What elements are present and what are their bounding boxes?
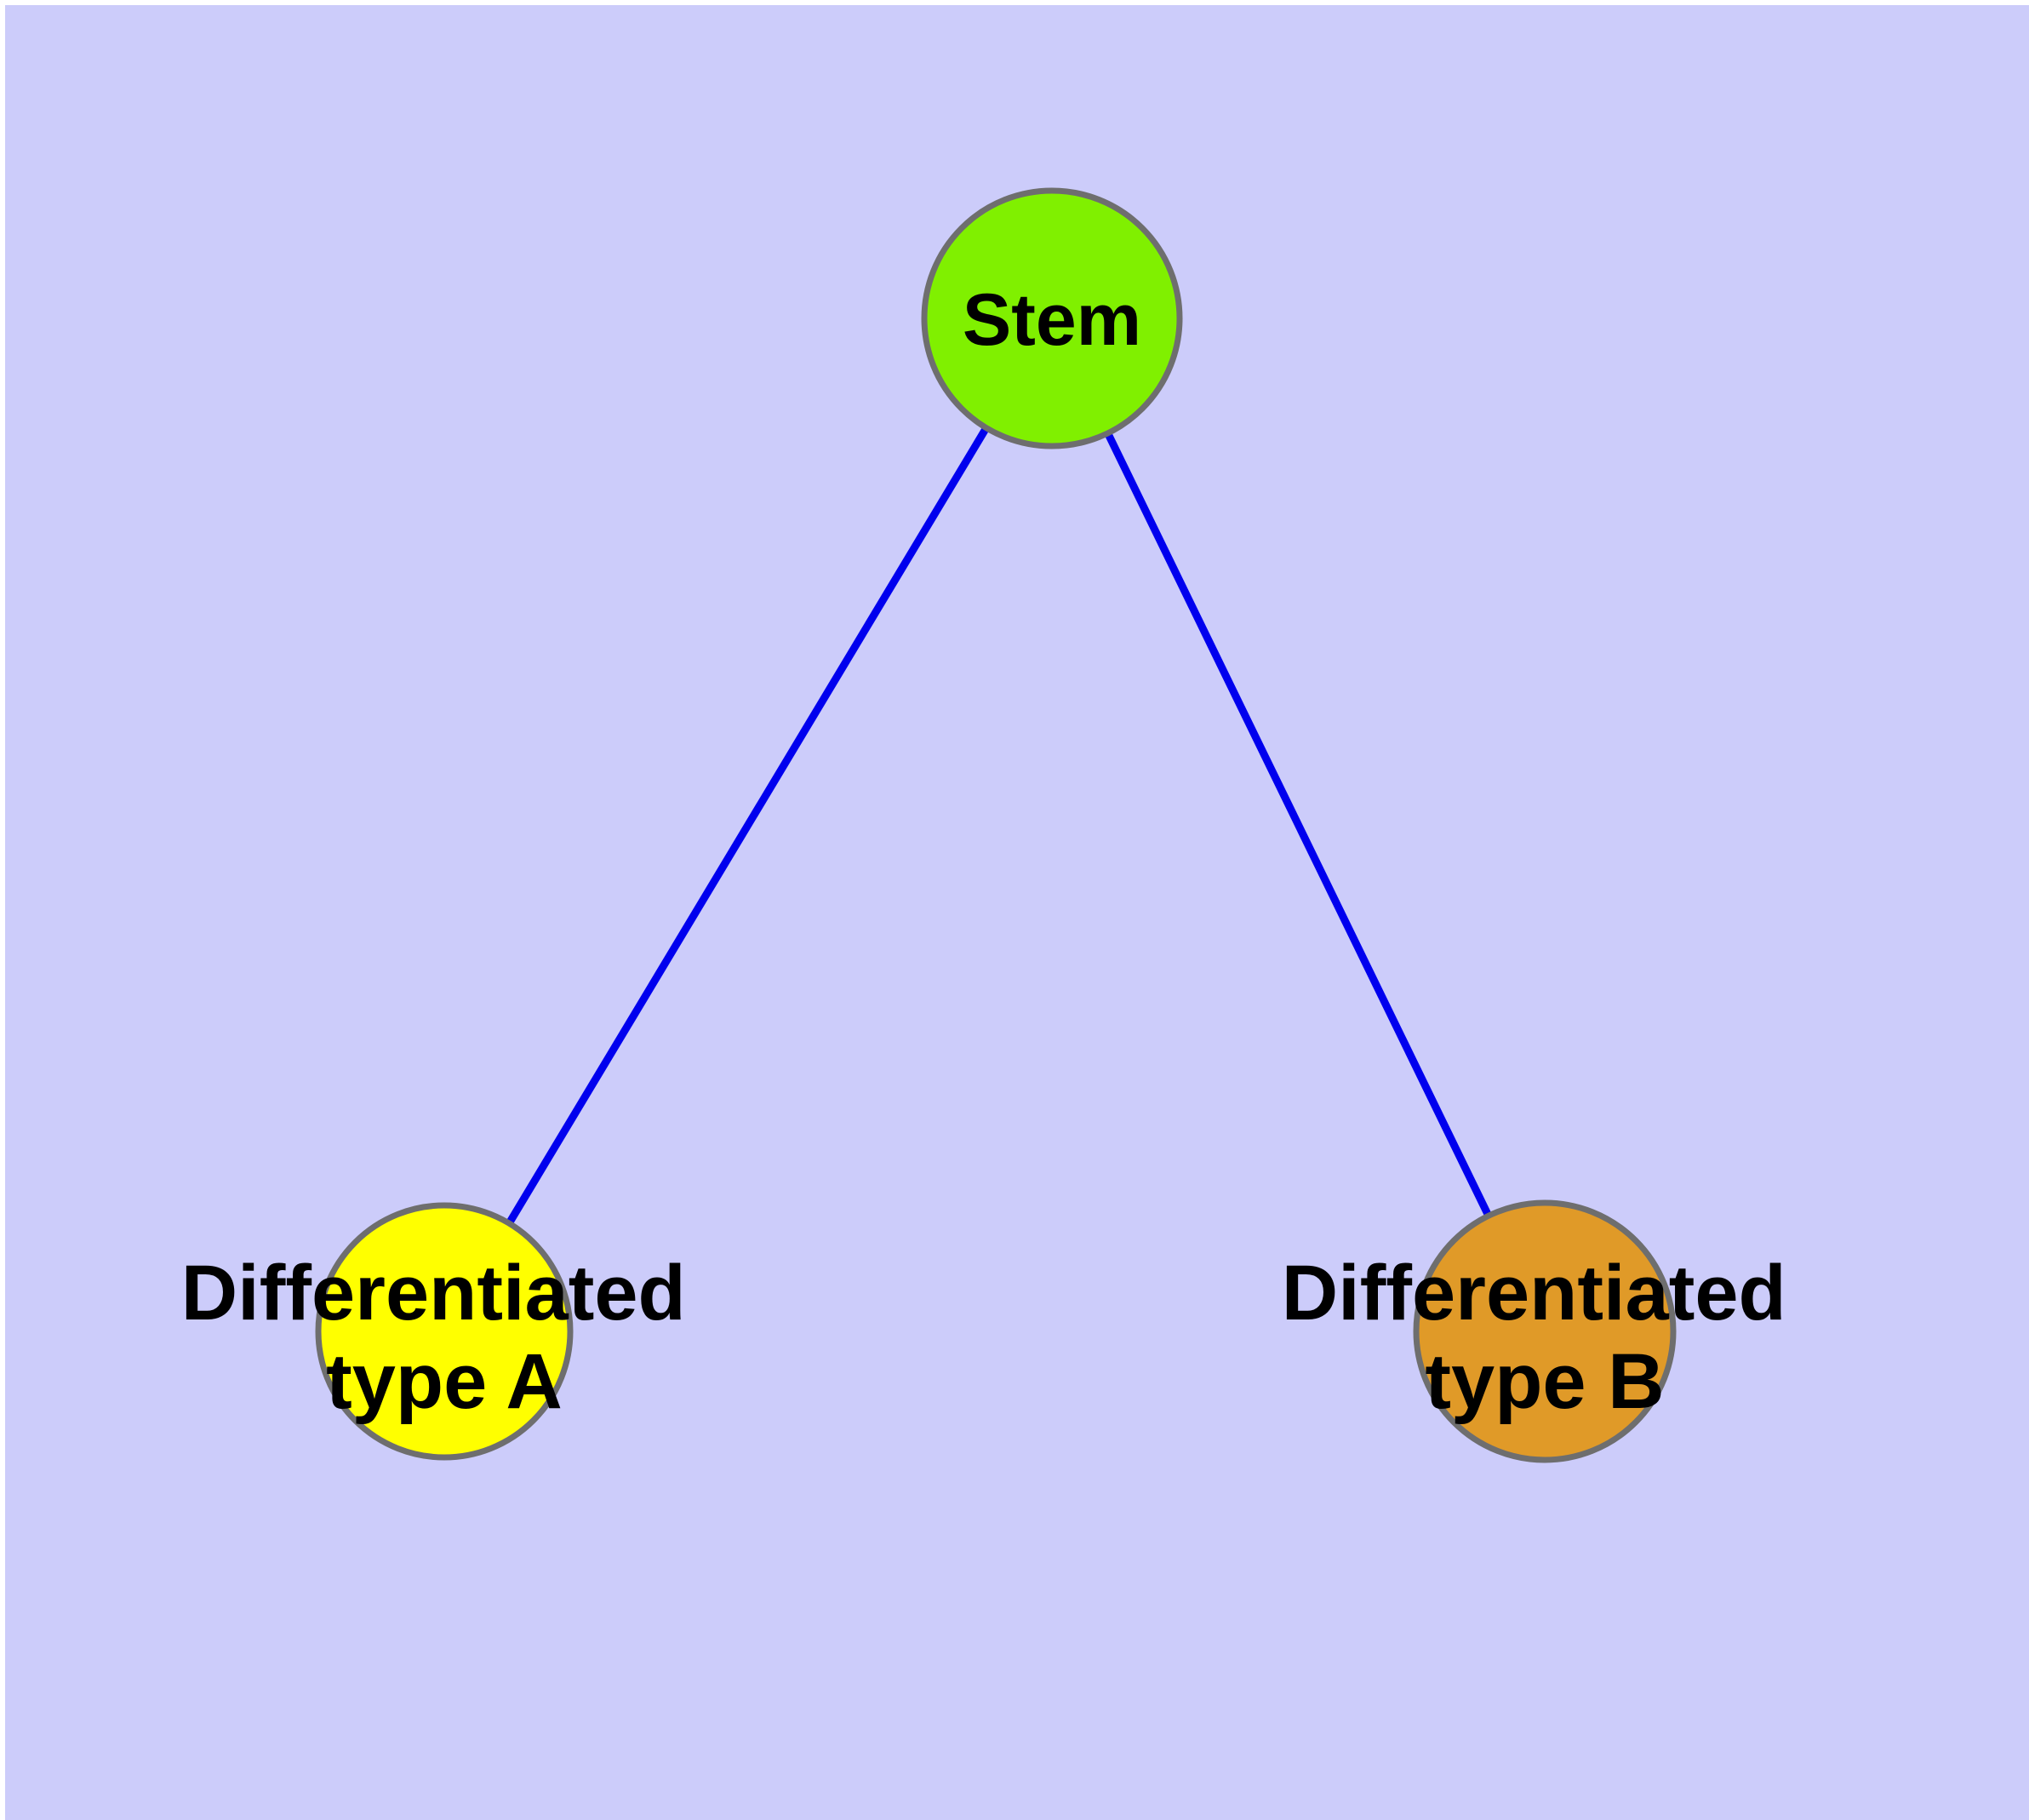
edge-stem-to-differentiated-type-b[interactable]	[1095, 411, 1502, 1238]
node-differentiated-type-b-label-line-2: type B	[1425, 1338, 1664, 1425]
node-differentiated-type-a-label: Differentiated type A	[181, 1250, 708, 1425]
edge-layer	[494, 407, 1502, 1244]
node-differentiated-type-b-circle[interactable]	[1413, 1199, 1677, 1463]
node-stem-label-line-1: Stem	[963, 279, 1141, 361]
edge-stem-to-differentiated-type-a[interactable]	[494, 407, 1001, 1244]
node-differentiated-type-b-label-line-1: Differentiated	[1282, 1250, 1786, 1336]
node-differentiated-type-a-circle[interactable]	[315, 1202, 574, 1461]
node-differentiated-type-a-label-line-1: Differentiated	[181, 1250, 686, 1336]
node-differentiated-type-a[interactable]: Differentiated type A	[181, 1202, 708, 1461]
node-differentiated-type-b[interactable]: Differentiated type B	[1282, 1199, 1809, 1463]
node-layer: Stem Differentiated type A Differentiate…	[181, 187, 1809, 1463]
node-differentiated-type-a-label-line-2: type A	[326, 1338, 563, 1425]
node-stem-label: Stem	[963, 279, 1141, 361]
node-differentiated-type-b-label: Differentiated type B	[1282, 1250, 1809, 1425]
node-stem-circle[interactable]	[921, 187, 1183, 449]
node-stem[interactable]: Stem	[921, 187, 1183, 449]
